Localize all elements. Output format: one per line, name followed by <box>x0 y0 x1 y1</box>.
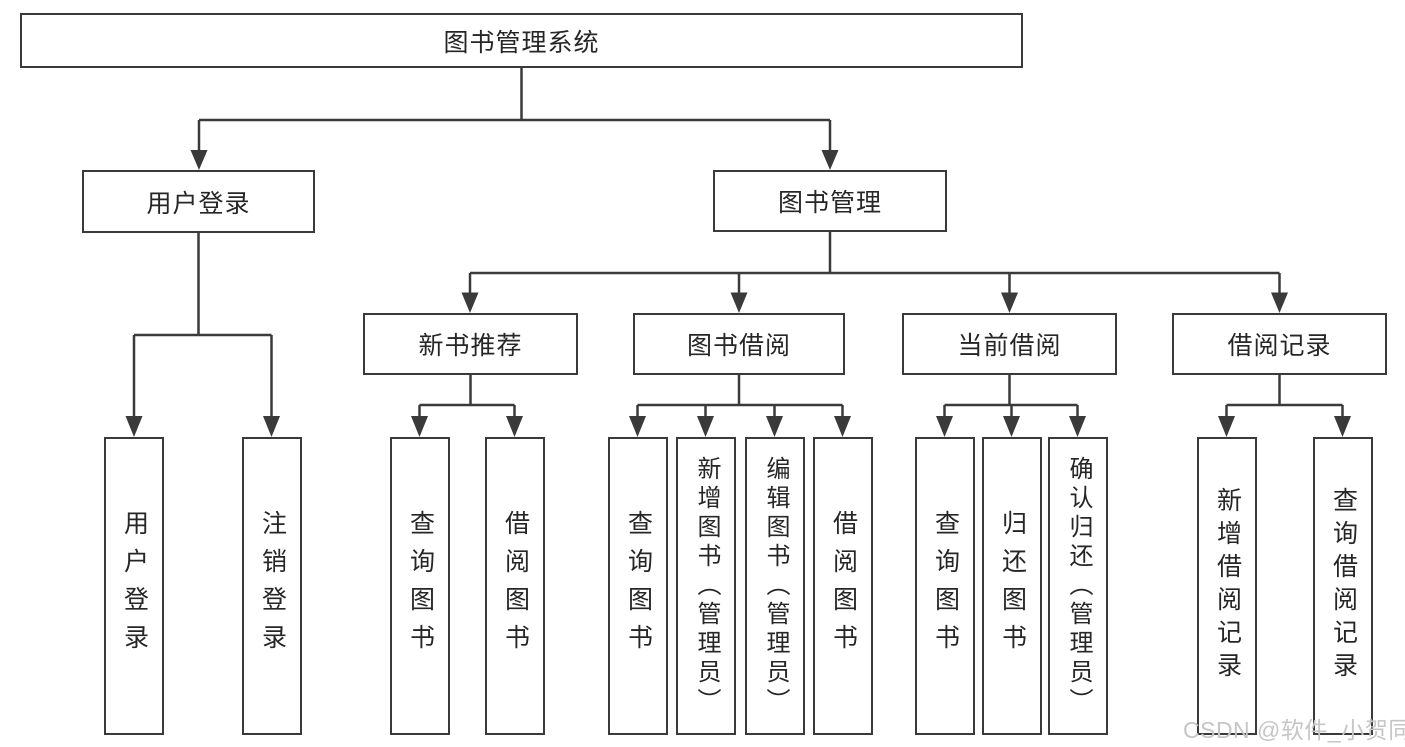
leaf-label: 借阅图书 <box>501 510 530 662</box>
node-library-management-system: 图书管理系统 <box>20 13 1023 68</box>
leaf-confirm-return-admin: 确认归还（管理员） <box>1048 437 1108 735</box>
leaf-borrow-books-recommend: 借阅图书 <box>485 437 545 735</box>
leaf-label: 新增借阅记录 <box>1213 487 1242 685</box>
node-borrowing-records: 借阅记录 <box>1172 313 1387 375</box>
node-book-management: 图书管理 <box>713 170 947 232</box>
leaf-label: 注销登录 <box>258 510 287 662</box>
leaf-user-login: 用户登录 <box>104 437 164 735</box>
leaf-label: 用户登录 <box>120 510 149 662</box>
node-current-borrowing: 当前借阅 <box>902 313 1117 375</box>
leaf-return-books: 归还图书 <box>982 437 1042 735</box>
node-user-login: 用户登录 <box>82 170 315 233</box>
leaf-add-books-admin: 新增图书（管理员） <box>676 437 736 735</box>
leaf-label: 新增图书（管理员） <box>693 455 720 717</box>
leaf-label: 归还图书 <box>998 510 1027 662</box>
leaf-search-borrow-record: 查询借阅记录 <box>1313 437 1373 735</box>
leaf-edit-books-admin: 编辑图书（管理员） <box>745 437 805 735</box>
leaf-label: 查询图书 <box>931 510 960 662</box>
leaf-search-books-current: 查询图书 <box>915 437 975 735</box>
node-book-borrowing: 图书借阅 <box>633 313 845 375</box>
leaf-label: 查询图书 <box>624 510 653 662</box>
leaf-borrow-books: 借阅图书 <box>813 437 873 735</box>
leaf-search-books-recommend: 查询图书 <box>390 437 450 735</box>
leaf-add-borrow-record: 新增借阅记录 <box>1197 437 1257 735</box>
leaf-logout: 注销登录 <box>242 437 302 735</box>
arrowheads <box>125 150 1351 437</box>
leaf-search-books-borrow: 查询图书 <box>608 437 668 735</box>
leaf-label: 编辑图书（管理员） <box>762 455 789 717</box>
leaf-label: 查询借阅记录 <box>1329 487 1358 685</box>
leaf-label: 确认归还（管理员） <box>1065 455 1092 717</box>
leaf-label: 查询图书 <box>406 510 435 662</box>
watermark: CSDN @软件_小贺同学 <box>1183 717 1405 743</box>
leaf-label: 借阅图书 <box>829 510 858 662</box>
node-new-book-recommendation: 新书推荐 <box>363 313 578 375</box>
